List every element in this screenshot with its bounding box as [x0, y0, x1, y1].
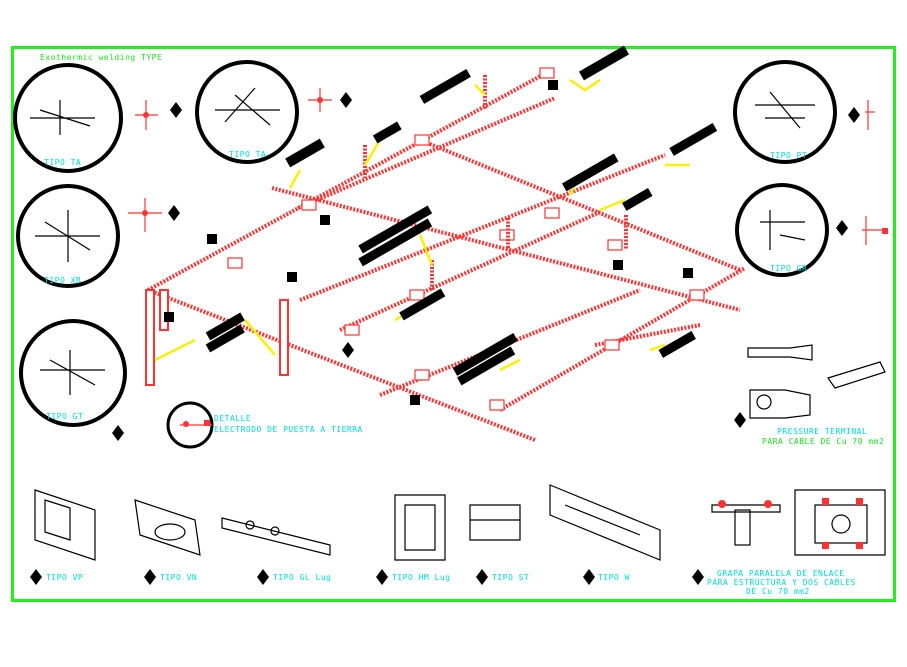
- type-label-pt: TIPO PT: [770, 151, 808, 160]
- type-circles: [13, 60, 837, 449]
- pressure-terminal-sub: PARA CABLE DE Cu 70 mm2: [762, 437, 885, 446]
- diagram-title: Exothermic welding TYPE: [40, 53, 163, 62]
- grapa-line-2: PARA ESTRUCTURA Y DOS CABLES: [707, 578, 856, 587]
- bottom-type-st: TIPO ST: [492, 573, 530, 582]
- grid-markers: [164, 80, 693, 405]
- red-dots: [142, 97, 888, 427]
- type-label-ta-2: TIPO TA: [229, 150, 267, 159]
- bottom-type-hm: TIPO HM Lug: [392, 573, 451, 582]
- grapa-red-points: [718, 498, 863, 549]
- type-label-gt: TIPO GT: [46, 412, 84, 421]
- grapa-line-1: GRAPA PARALELA DE ENLACE: [717, 569, 845, 578]
- detail-label: DETALLE: [214, 414, 252, 423]
- type-label-gr: TIPO GR: [770, 264, 808, 273]
- tag-labels: [205, 45, 718, 386]
- ground-rods: [145, 289, 289, 386]
- bottom-type-w: TIPO W: [598, 573, 630, 582]
- grapa-line-3: DE Cu 70 mm2: [746, 587, 810, 596]
- drawing-frame: [11, 46, 896, 602]
- bottom-type-gl: TIPO GL Lug: [273, 573, 332, 582]
- type-label-ta-1: TIPO TA: [44, 158, 82, 167]
- detail-sublabel: ELECTRODO DE PUESTA A TIERRA: [214, 425, 363, 434]
- bottom-type-vn: TIPO VN: [160, 573, 198, 582]
- pressure-terminal-title: PRESSURE TERMINAL: [777, 427, 868, 436]
- section-diamonds: [30, 92, 860, 585]
- type-label-xb: TIPO XB: [44, 276, 82, 285]
- bottom-connectors: [34, 344, 886, 561]
- welded-joints: [227, 67, 705, 411]
- bottom-type-vp: TIPO VP: [46, 573, 84, 582]
- connection-pictograms: [30, 87, 815, 395]
